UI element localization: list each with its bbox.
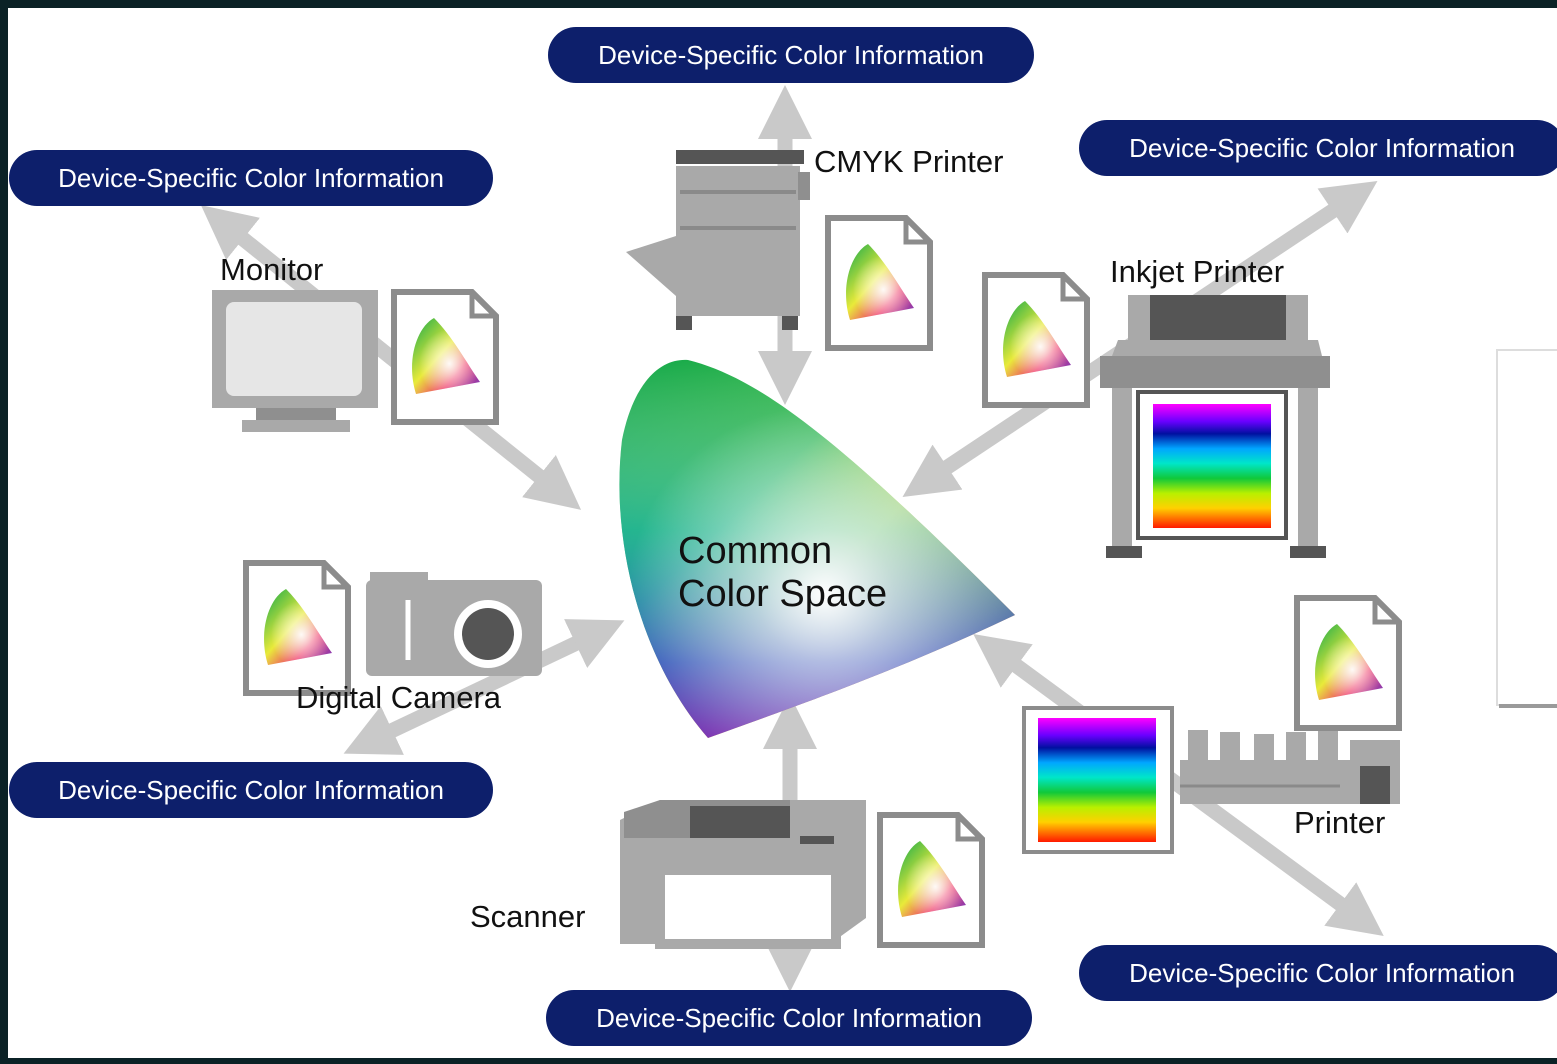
info-pill-bottom: Device-Specific Color Information bbox=[546, 990, 1032, 1046]
arrow-printer bbox=[973, 633, 1384, 937]
info-pill-top: Device-Specific Color Information bbox=[548, 27, 1034, 83]
printer-profile-icon bbox=[1297, 598, 1399, 728]
inkjet-printer-profile-icon bbox=[985, 275, 1087, 405]
scanner-profile-icon bbox=[880, 815, 982, 945]
monitor-label: Monitor bbox=[220, 252, 324, 287]
cropped-window bbox=[1496, 349, 1557, 706]
center-label-line2: Color Space bbox=[678, 573, 888, 615]
info-pill-top-left: Device-Specific Color Information bbox=[9, 150, 493, 206]
scanner-icon bbox=[620, 800, 866, 949]
diagram-canvas: Device-Specific Color Information Device… bbox=[8, 8, 1557, 1058]
cmyk-printer-label: CMYK Printer bbox=[814, 144, 1004, 179]
printer-label: Printer bbox=[1294, 805, 1386, 840]
digital-camera-label: Digital Camera bbox=[296, 680, 502, 715]
monitor-profile-icon bbox=[394, 292, 496, 422]
monitor-icon bbox=[212, 290, 378, 432]
common-color-space-label: Common Color Space bbox=[678, 530, 887, 616]
printer-icon bbox=[1022, 706, 1400, 854]
digital-camera-icon bbox=[366, 572, 542, 676]
center-label-line1: Common bbox=[678, 530, 833, 572]
scanner-label: Scanner bbox=[470, 899, 586, 934]
diagram-graphics bbox=[200, 85, 1557, 992]
info-pill-bottom-right: Device-Specific Color Information bbox=[1079, 945, 1557, 1001]
digital-camera-profile-icon bbox=[246, 563, 348, 693]
arrow-camera bbox=[343, 619, 625, 755]
inkjet-printer-label: Inkjet Printer bbox=[1110, 254, 1285, 289]
cmyk-printer-icon bbox=[626, 150, 810, 330]
info-pill-bottom-left: Device-Specific Color Information bbox=[9, 762, 493, 818]
info-pill-top-right: Device-Specific Color Information bbox=[1079, 120, 1557, 176]
gamut-shape bbox=[619, 359, 1015, 738]
cmyk-printer-profile-icon bbox=[828, 218, 930, 348]
inkjet-printer-icon bbox=[1100, 295, 1330, 558]
